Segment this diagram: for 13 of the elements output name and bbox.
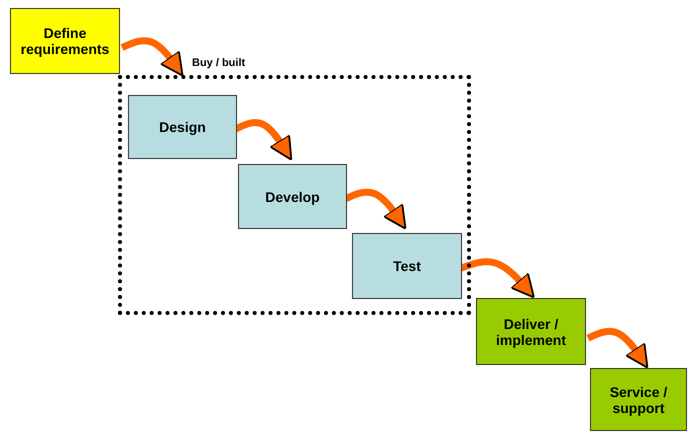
process-box [476,298,586,365]
process-box [128,95,237,159]
box-label: Deliver / implement [494,316,567,348]
box-label: Develop [265,188,320,204]
process-box [238,164,347,229]
process-box [352,233,462,299]
box-label: Define requirements [20,25,110,57]
process-box [590,368,687,431]
box-label: Test [393,258,421,274]
box-label: Service / support [608,384,668,416]
frame-label: Buy / built [192,57,246,69]
process-box [10,8,120,74]
box-label: Design [159,119,206,135]
